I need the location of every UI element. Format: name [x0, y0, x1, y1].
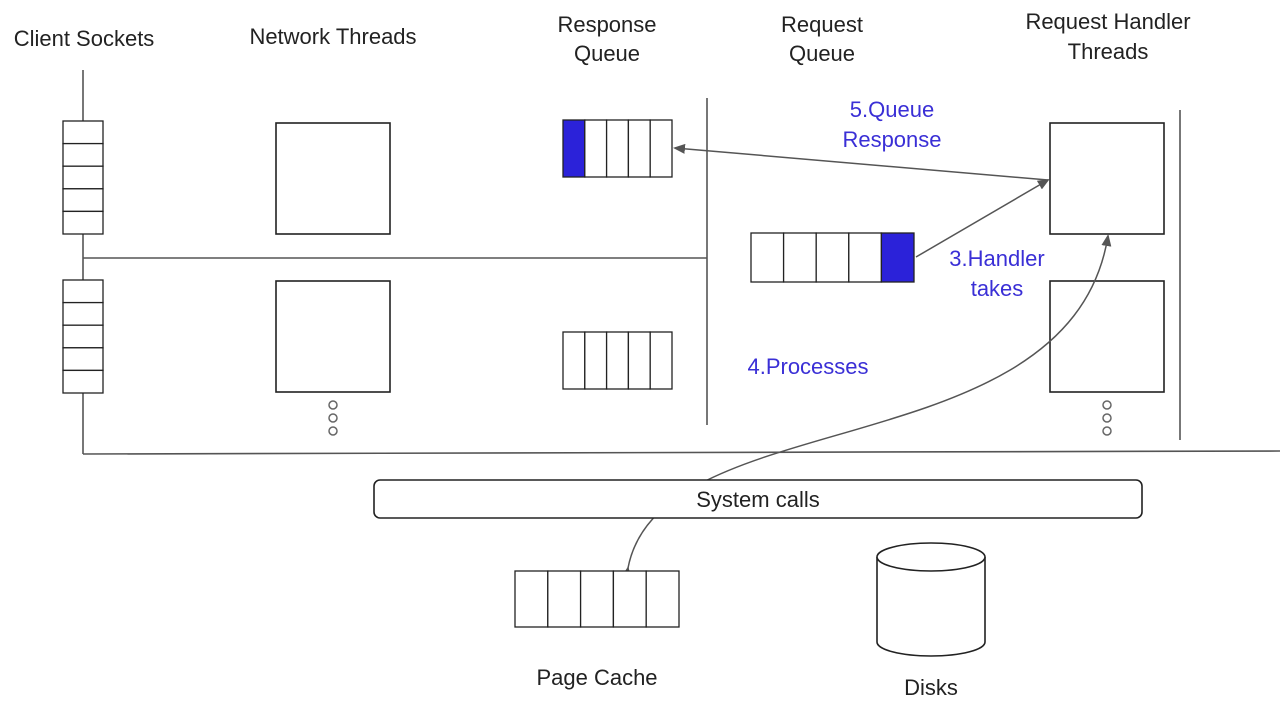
- network-threads-more-icon: [328, 400, 338, 436]
- step-handler-takes-line1: 3.Handler: [949, 246, 1044, 271]
- header-handler-threads-line1: Request Handler: [1025, 9, 1190, 34]
- page-cache-label: Page Cache: [536, 665, 657, 690]
- response-queue-2: [562, 331, 673, 390]
- client-socket-stack-2: [62, 279, 104, 394]
- request-queue: [750, 232, 915, 283]
- page-cache: [514, 570, 680, 628]
- header-request-queue-line2: Queue: [789, 41, 855, 66]
- response-queue-filled-slot: [562, 119, 586, 178]
- client-socket-stack-1: [62, 120, 104, 235]
- network-thread-box-2: [275, 280, 391, 393]
- step-handler-takes-line2: takes: [971, 276, 1024, 301]
- header-network-threads: Network Threads: [249, 24, 416, 49]
- network-thread-box-1: [275, 122, 391, 235]
- handler-thread-box-2: [1049, 280, 1165, 393]
- step-queue-response-line2: Response: [842, 127, 941, 152]
- bottom-bus-line: [82, 450, 1280, 455]
- disk-cylinder-icon: [876, 542, 986, 657]
- response-queue-1: [562, 119, 673, 178]
- step-queue-response-line1: 5.Queue: [850, 97, 934, 122]
- request-queue-filled-slot: [880, 232, 915, 283]
- system-calls-label: System calls: [696, 487, 819, 512]
- header-client-sockets: Client Sockets: [14, 26, 155, 51]
- arrow-queue-response: [673, 143, 1049, 181]
- disks-label: Disks: [904, 675, 958, 700]
- system-calls-bar: [373, 479, 1143, 519]
- step-processes: 4.Processes: [747, 354, 868, 379]
- handler-threads-more-icon: [1102, 400, 1112, 436]
- header-response-queue-line1: Response: [557, 12, 656, 37]
- header-handler-threads-line2: Threads: [1068, 39, 1149, 64]
- handler-thread-box-1: [1049, 122, 1165, 235]
- header-response-queue-line2: Queue: [574, 41, 640, 66]
- header-request-queue-line1: Request: [781, 12, 863, 37]
